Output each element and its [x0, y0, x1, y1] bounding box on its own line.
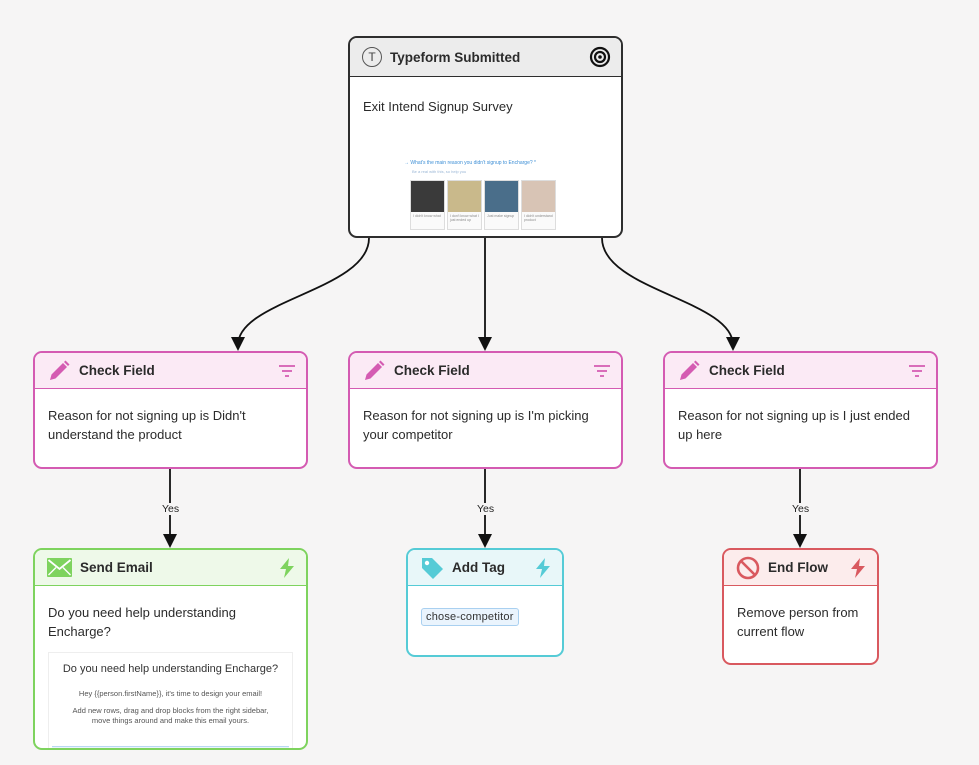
typeform-preview: → What's the main reason you didn't sign… [362, 136, 612, 236]
arrowhead [726, 337, 740, 351]
node-header: Check Field [665, 353, 936, 389]
node-header: Check Field [350, 353, 621, 389]
edge-trigger-check1 [237, 237, 370, 346]
preview-option: Just make signup [484, 180, 519, 230]
arrowhead [478, 337, 492, 351]
pencil-icon [365, 360, 385, 380]
node-description: Reason for not signing up is I just ende… [678, 408, 910, 442]
email-preview: Do you need help understanding Encharge?… [48, 652, 293, 748]
preview-option: I didn't understand product [521, 180, 556, 230]
email-subject: Do you need help understanding Encharge? [48, 605, 236, 639]
node-title: End Flow [768, 560, 828, 575]
lightning-icon [851, 557, 865, 578]
typeform-icon: T [362, 47, 382, 67]
pencil-icon [680, 360, 700, 380]
node-title: Check Field [79, 363, 155, 378]
filter-icon [909, 364, 925, 377]
preview-question: → What's the main reason you didn't sign… [404, 160, 536, 166]
check-field-node-2[interactable]: Check Field Reason for not signing up is… [348, 351, 623, 469]
arrowhead [231, 337, 245, 351]
envelope-icon [47, 558, 72, 577]
node-header: Check Field [35, 353, 306, 389]
edge-trigger-check3 [601, 237, 734, 346]
trigger-node-typeform[interactable]: T Typeform Submitted Exit Intend Signup … [348, 36, 623, 238]
node-description: Reason for not signing up is I'm picking… [363, 408, 589, 442]
node-description: Reason for not signing up is Didn't unde… [48, 408, 246, 442]
edge-label-yes: Yes [160, 503, 182, 515]
node-title: Typeform Submitted [390, 49, 521, 65]
node-header: End Flow [724, 550, 877, 586]
lightning-icon [280, 557, 294, 578]
preview-options: I didn't know what I don't know what I j… [410, 180, 556, 230]
tag-chip: chose-competitor [421, 608, 519, 626]
email-preview-heading: Do you need help understanding Encharge? [62, 663, 279, 675]
node-header: Send Email [35, 550, 306, 586]
node-title: Check Field [394, 363, 470, 378]
lightning-icon [536, 557, 550, 578]
edge-label-yes: Yes [790, 503, 812, 515]
send-email-node[interactable]: Send Email Do you need help understandin… [33, 548, 308, 750]
arrowhead [478, 534, 492, 548]
target-icon [589, 46, 611, 68]
end-flow-node[interactable]: End Flow Remove person from current flow [722, 548, 879, 665]
tag-icon [422, 557, 443, 579]
node-description: Remove person from current flow [737, 605, 859, 639]
node-header: T Typeform Submitted [350, 38, 621, 77]
preview-option: I didn't know what [410, 180, 445, 230]
check-field-node-3[interactable]: Check Field Reason for not signing up is… [663, 351, 938, 469]
preview-option: I don't know what I just ended up [447, 180, 482, 230]
filter-icon [279, 364, 295, 377]
node-description: Exit Intend Signup Survey [363, 99, 513, 114]
check-field-node-1[interactable]: Check Field Reason for not signing up is… [33, 351, 308, 469]
add-tag-node[interactable]: Add Tag chose-competitor [406, 548, 564, 657]
pencil-icon [50, 360, 70, 380]
edge-label-yes: Yes [475, 503, 497, 515]
email-preview-line: Add new rows, drag and drop blocks from … [72, 706, 269, 725]
arrowhead [793, 534, 807, 548]
filter-icon [594, 364, 610, 377]
preview-hint: Be a real with this, so help you [412, 169, 467, 174]
prohibited-icon [736, 556, 760, 579]
node-title: Send Email [80, 560, 153, 575]
node-title: Add Tag [452, 560, 505, 575]
arrowhead [163, 534, 177, 548]
email-preview-block [52, 746, 289, 748]
node-title: Check Field [709, 363, 785, 378]
node-header: Add Tag [408, 550, 562, 586]
email-preview-line: Hey {{person.firstName}}, it's time to d… [78, 689, 263, 698]
